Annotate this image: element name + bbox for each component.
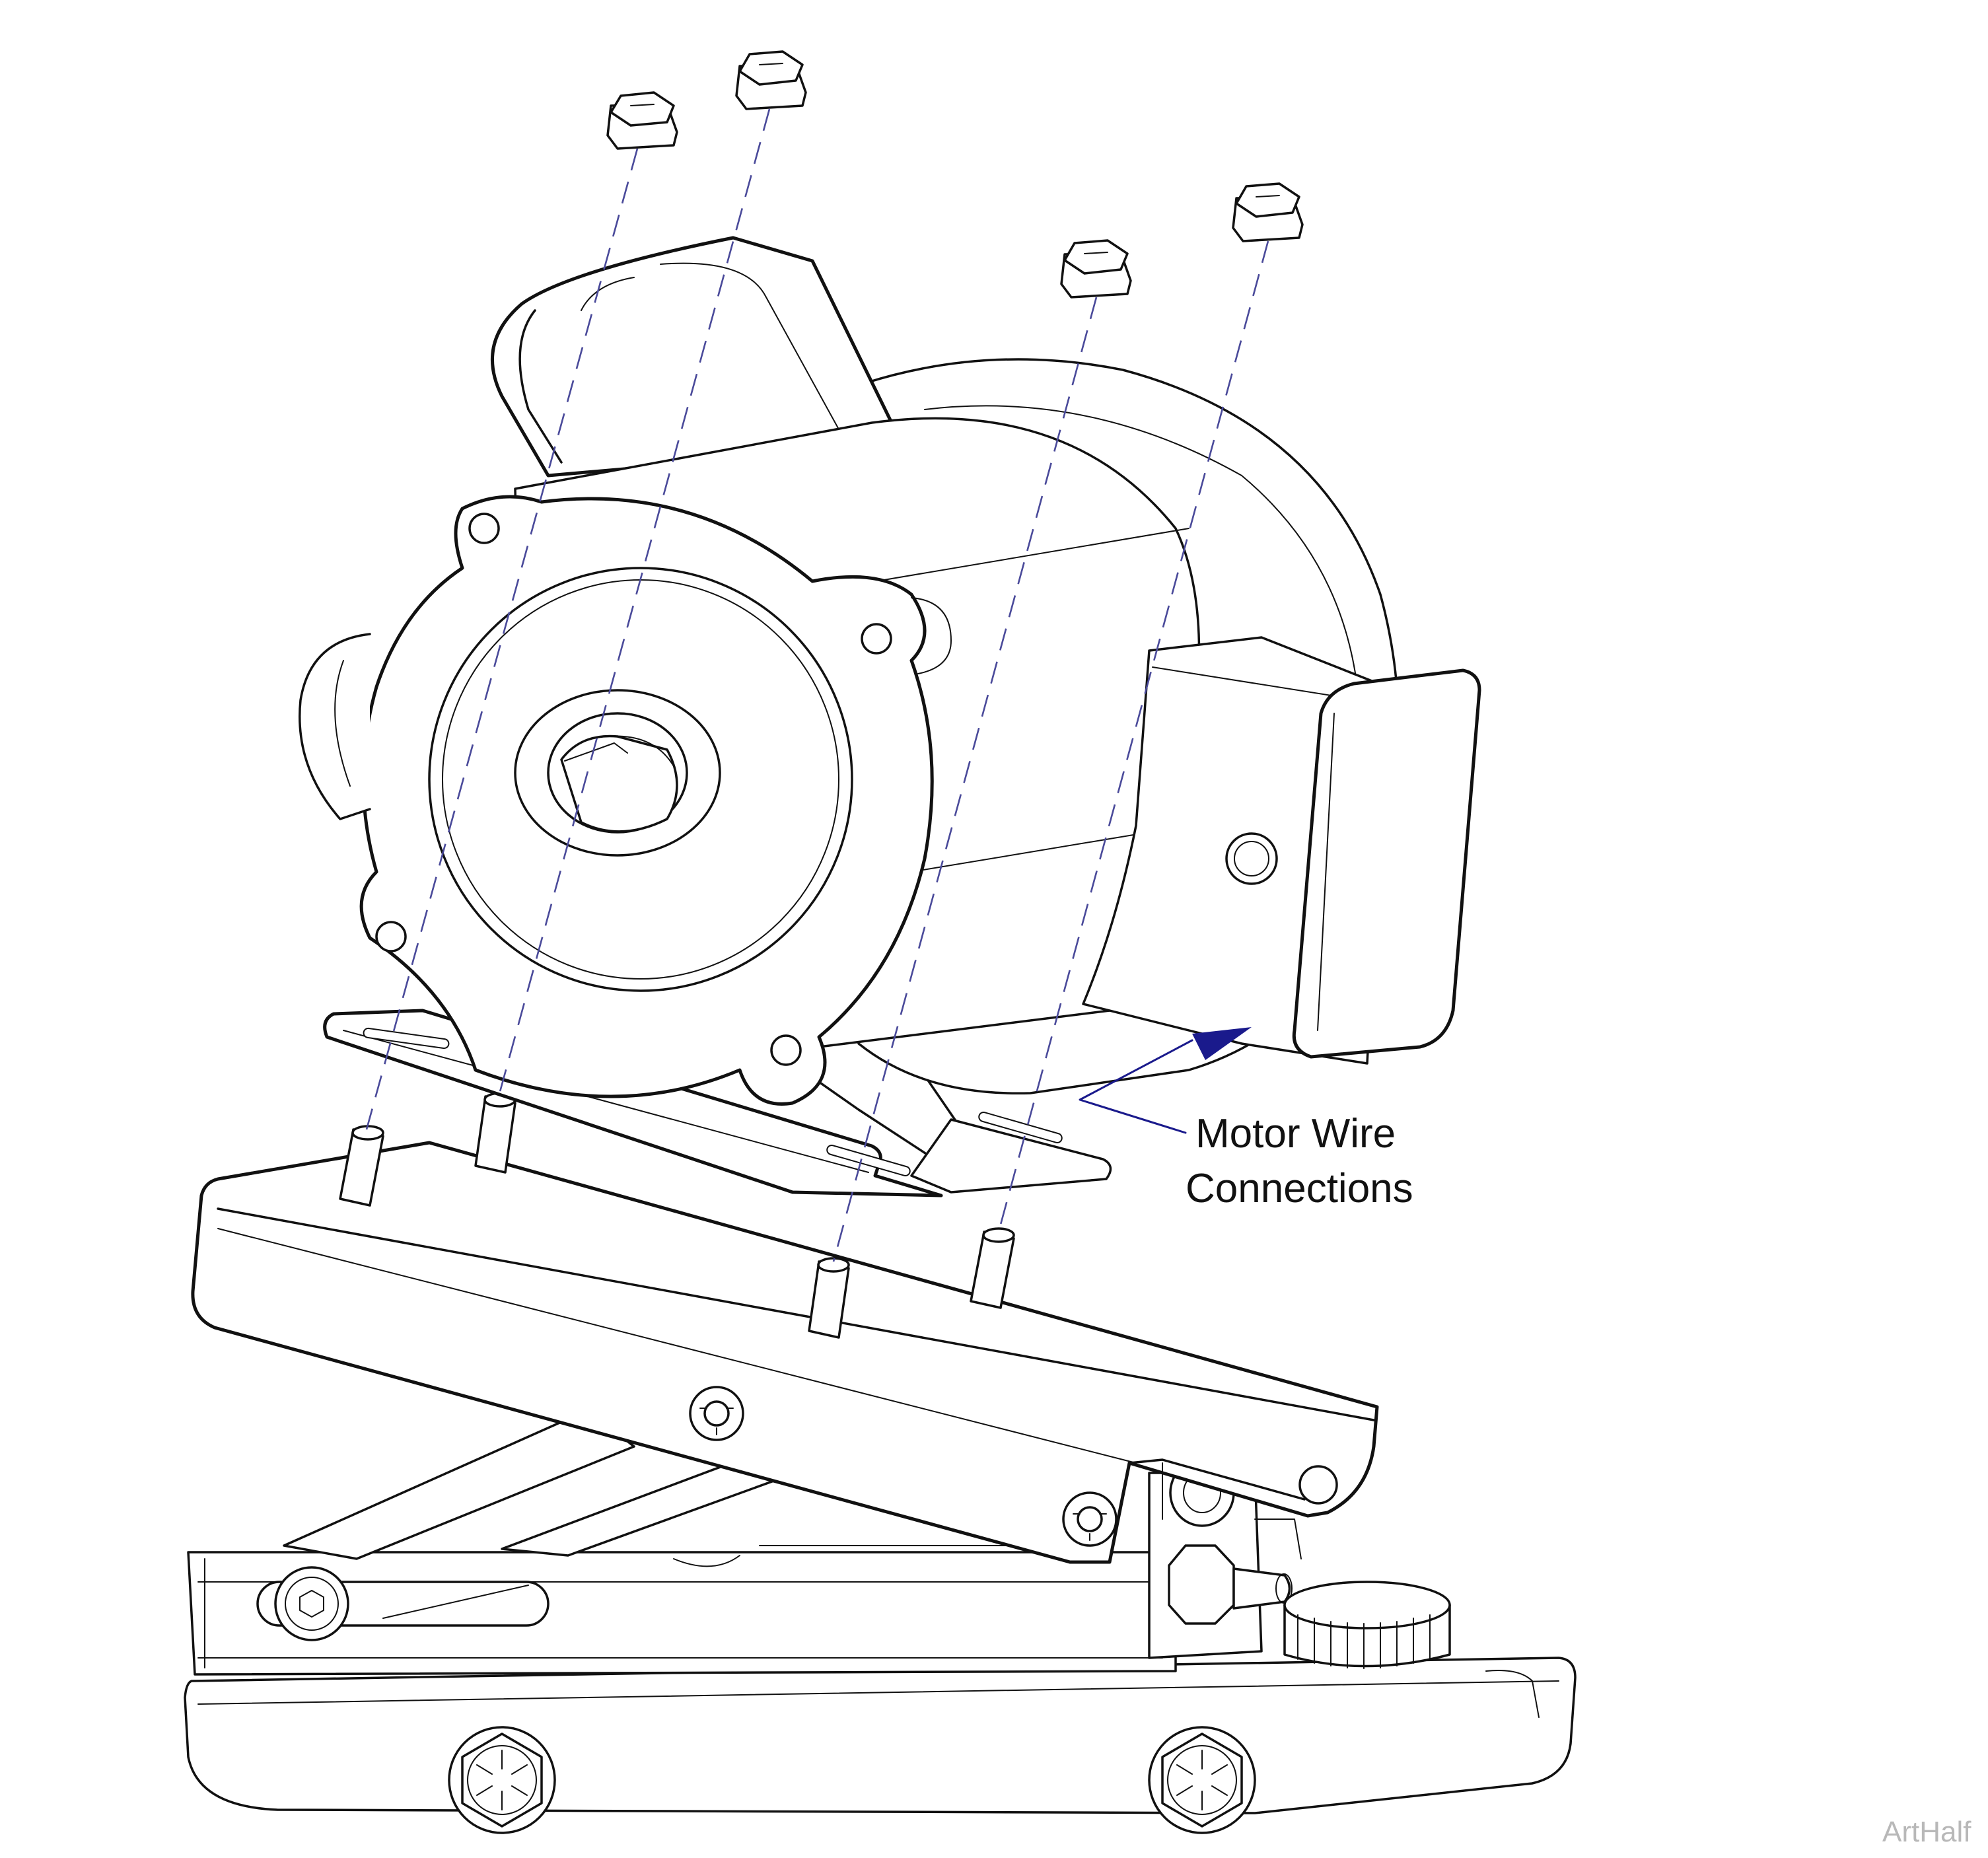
height-adjust-knob — [1283, 1581, 1451, 1669]
callout-leader-line — [1079, 1039, 1193, 1134]
flange-nut-1 — [606, 91, 678, 150]
mounting-stud-4 — [970, 1227, 1015, 1309]
flange-nut-4 — [1232, 182, 1304, 242]
base-plate — [184, 1657, 1577, 1814]
base-bolt-left — [448, 1726, 556, 1834]
motor-wire-callout: Motor Wire Connections — [1079, 1027, 1413, 1211]
mounting-stud-2 — [474, 1092, 516, 1174]
upper-mount-platform — [191, 1141, 1379, 1564]
callout-label-line2: Connections — [1186, 1166, 1413, 1211]
adjustment-screw — [274, 1566, 349, 1641]
watermark: ArtHalf — [1882, 1816, 1971, 1848]
conduit-box — [1082, 636, 1481, 1065]
guide-line-3 — [832, 297, 1098, 1262]
callout-arrowhead — [1192, 1027, 1252, 1060]
electric-motor — [299, 236, 1400, 1106]
flange-nut-2 — [735, 50, 807, 110]
flange-nut-3 — [1060, 239, 1132, 299]
rivet-upper — [689, 1386, 744, 1441]
mounting-stud-1 — [339, 1125, 384, 1207]
rivet-lower — [1062, 1491, 1118, 1547]
callout-label-line1: Motor Wire — [1195, 1111, 1396, 1157]
alignment-guides — [365, 108, 1269, 1262]
base-bolt-right — [1148, 1726, 1256, 1834]
lower-slide-frame — [187, 1551, 1177, 1676]
mounting-stud-3 — [808, 1257, 850, 1339]
